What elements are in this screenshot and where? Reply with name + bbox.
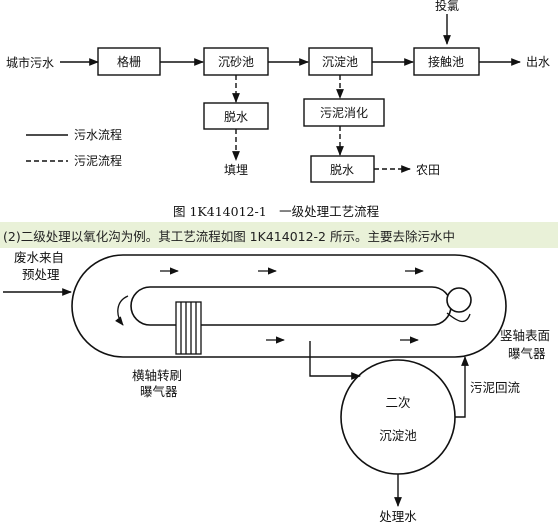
brush-aerator-label-line1: 横轴转刷 — [132, 368, 182, 383]
sedimentation-label: 沉淀池 — [322, 55, 358, 69]
primary-treatment-diagram — [26, 14, 521, 183]
screen-box — [97, 47, 161, 76]
oxidation-ditch-outer — [71, 254, 507, 358]
legend-sludge-label: 污泥流程 — [74, 153, 122, 168]
legend-sewage-label: 污水流程 — [74, 127, 122, 142]
clarifier-label-line2: 沉淀池 — [379, 428, 417, 443]
clarifier-label-line1: 二次 — [385, 395, 410, 410]
input-label: 城市污水 — [6, 55, 54, 70]
contact-label: 接触池 — [428, 54, 464, 69]
oxidation-ditch-divider — [130, 286, 452, 326]
landfill-label: 填埋 — [224, 163, 248, 177]
figure-caption: 图 1K414012-1 一级处理工艺流程 — [173, 204, 380, 219]
vertical-aerator-icon — [446, 287, 472, 313]
oxidation-ditch-diagram — [3, 254, 507, 507]
vertical-aerator-label-line2: 曝气器 — [508, 346, 546, 361]
band-paragraph: (2)二级处理以氧化沟为例。其工艺流程如图 1K414012-2 所示。主要去除… — [3, 229, 455, 244]
return-sludge-label: 污泥回流 — [470, 380, 521, 395]
chlorine-label: 投氯 — [435, 0, 459, 13]
contact-tank-box — [413, 47, 480, 76]
inflow-label-line2: 预处理 — [22, 267, 60, 282]
outflow-to-clarifier-arrow — [309, 341, 361, 380]
digestion-label: 污泥消化 — [320, 106, 368, 120]
brush-aerator-label-line2: 曝气器 — [140, 384, 178, 399]
dewater1-label: 脱水 — [224, 109, 248, 124]
brush-aerator — [175, 301, 202, 355]
outlet-label: 出水 — [526, 55, 550, 69]
treated-water-label: 处理水 — [379, 509, 417, 522]
inflow-label-line1: 废水来自 — [14, 250, 64, 265]
sludge-digestion-box — [303, 98, 385, 127]
grit-label: 沉砂池 — [218, 55, 254, 69]
screen-label: 格栅 — [117, 54, 141, 69]
flow-arrow-left-curve — [115, 295, 129, 326]
flow-arrow-right-curve — [446, 312, 471, 323]
farmland-label: 农田 — [416, 163, 440, 177]
text-band — [0, 222, 558, 248]
vertical-aerator-label-line1: 竖轴表面 — [500, 328, 550, 343]
secondary-clarifier — [340, 359, 456, 475]
return-sludge-arrow — [455, 356, 469, 418]
dewater2-label: 脱水 — [330, 162, 354, 177]
